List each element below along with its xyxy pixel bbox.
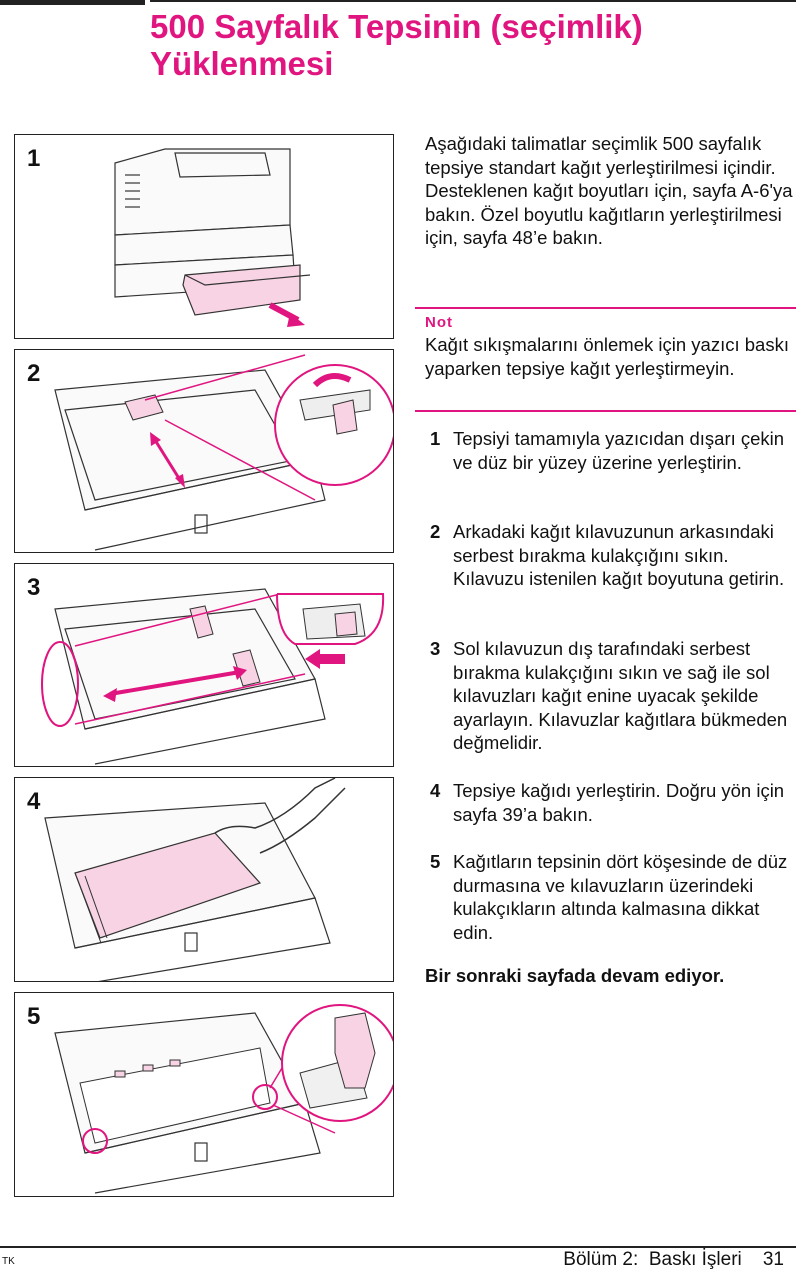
printer-tray-illustration <box>114 148 311 327</box>
step-number: 4 <box>430 780 441 801</box>
load-paper-illustration <box>44 778 346 981</box>
step-text: Kağıtların tepsinin dört köşesinde de dü… <box>453 851 788 943</box>
intro-paragraph: Aşağıdaki talimatlar seçimlik 500 sayfal… <box>425 133 793 248</box>
step-text: Tepsiyi tamamıyla yazıcıdan dışarı çekin… <box>453 428 785 473</box>
panel-number: 3 <box>27 574 41 601</box>
side-guide-illustration <box>41 588 385 765</box>
step-number: 2 <box>430 521 441 542</box>
step-text: Arkadaki kağıt kılavuzunun arkasındaki s… <box>453 521 785 589</box>
illustration-panel-2: 2 <box>14 349 394 553</box>
step-text: Sol kılavuzun dış tarafındaki serbest bı… <box>453 638 788 753</box>
illustration-panel-5: 5 <box>14 992 394 1197</box>
note-text: Kağıt sıkışmalarını önlemek için yazıcı … <box>425 334 789 379</box>
panel-number: 5 <box>27 1003 41 1030</box>
footer-chapter-page: Bölüm 2: Baskı İşleri 31 <box>563 1249 784 1270</box>
step-number: 3 <box>430 638 441 659</box>
footer-rule <box>0 1246 796 1248</box>
illustration-panel-3: 3 <box>14 563 394 767</box>
header-rule-thin <box>150 0 796 2</box>
step-number: 1 <box>430 428 441 449</box>
page-title-line2: Yüklenmesi <box>150 45 334 82</box>
paper-flat-illustration <box>54 1004 393 1194</box>
header-rule-thick <box>0 0 145 5</box>
page-title-line1: 500 Sayfalık Tepsinin (seçimlik) <box>150 8 643 45</box>
panel-number: 1 <box>27 145 41 172</box>
note-bottom-rule <box>415 410 796 412</box>
illustration-panel-4: 4 <box>14 777 394 982</box>
panel-number: 2 <box>27 360 41 387</box>
step-number: 5 <box>430 851 441 872</box>
panel-number: 4 <box>27 788 41 815</box>
page-title: 500 Sayfalık Tepsinin (seçimlik) Yüklenm… <box>150 8 790 82</box>
language-tag: TK <box>2 1256 15 1267</box>
step-text: Tepsiye kağıdı yerleştirin. Doğru yön iç… <box>453 780 785 825</box>
continue-notice: Bir sonraki sayfada devam ediyor. <box>425 965 725 986</box>
rear-guide-illustration <box>54 354 393 551</box>
illustration-panel-1: 1 <box>14 134 394 339</box>
note-top-rule <box>415 307 796 309</box>
note-heading: Not <box>425 314 453 331</box>
